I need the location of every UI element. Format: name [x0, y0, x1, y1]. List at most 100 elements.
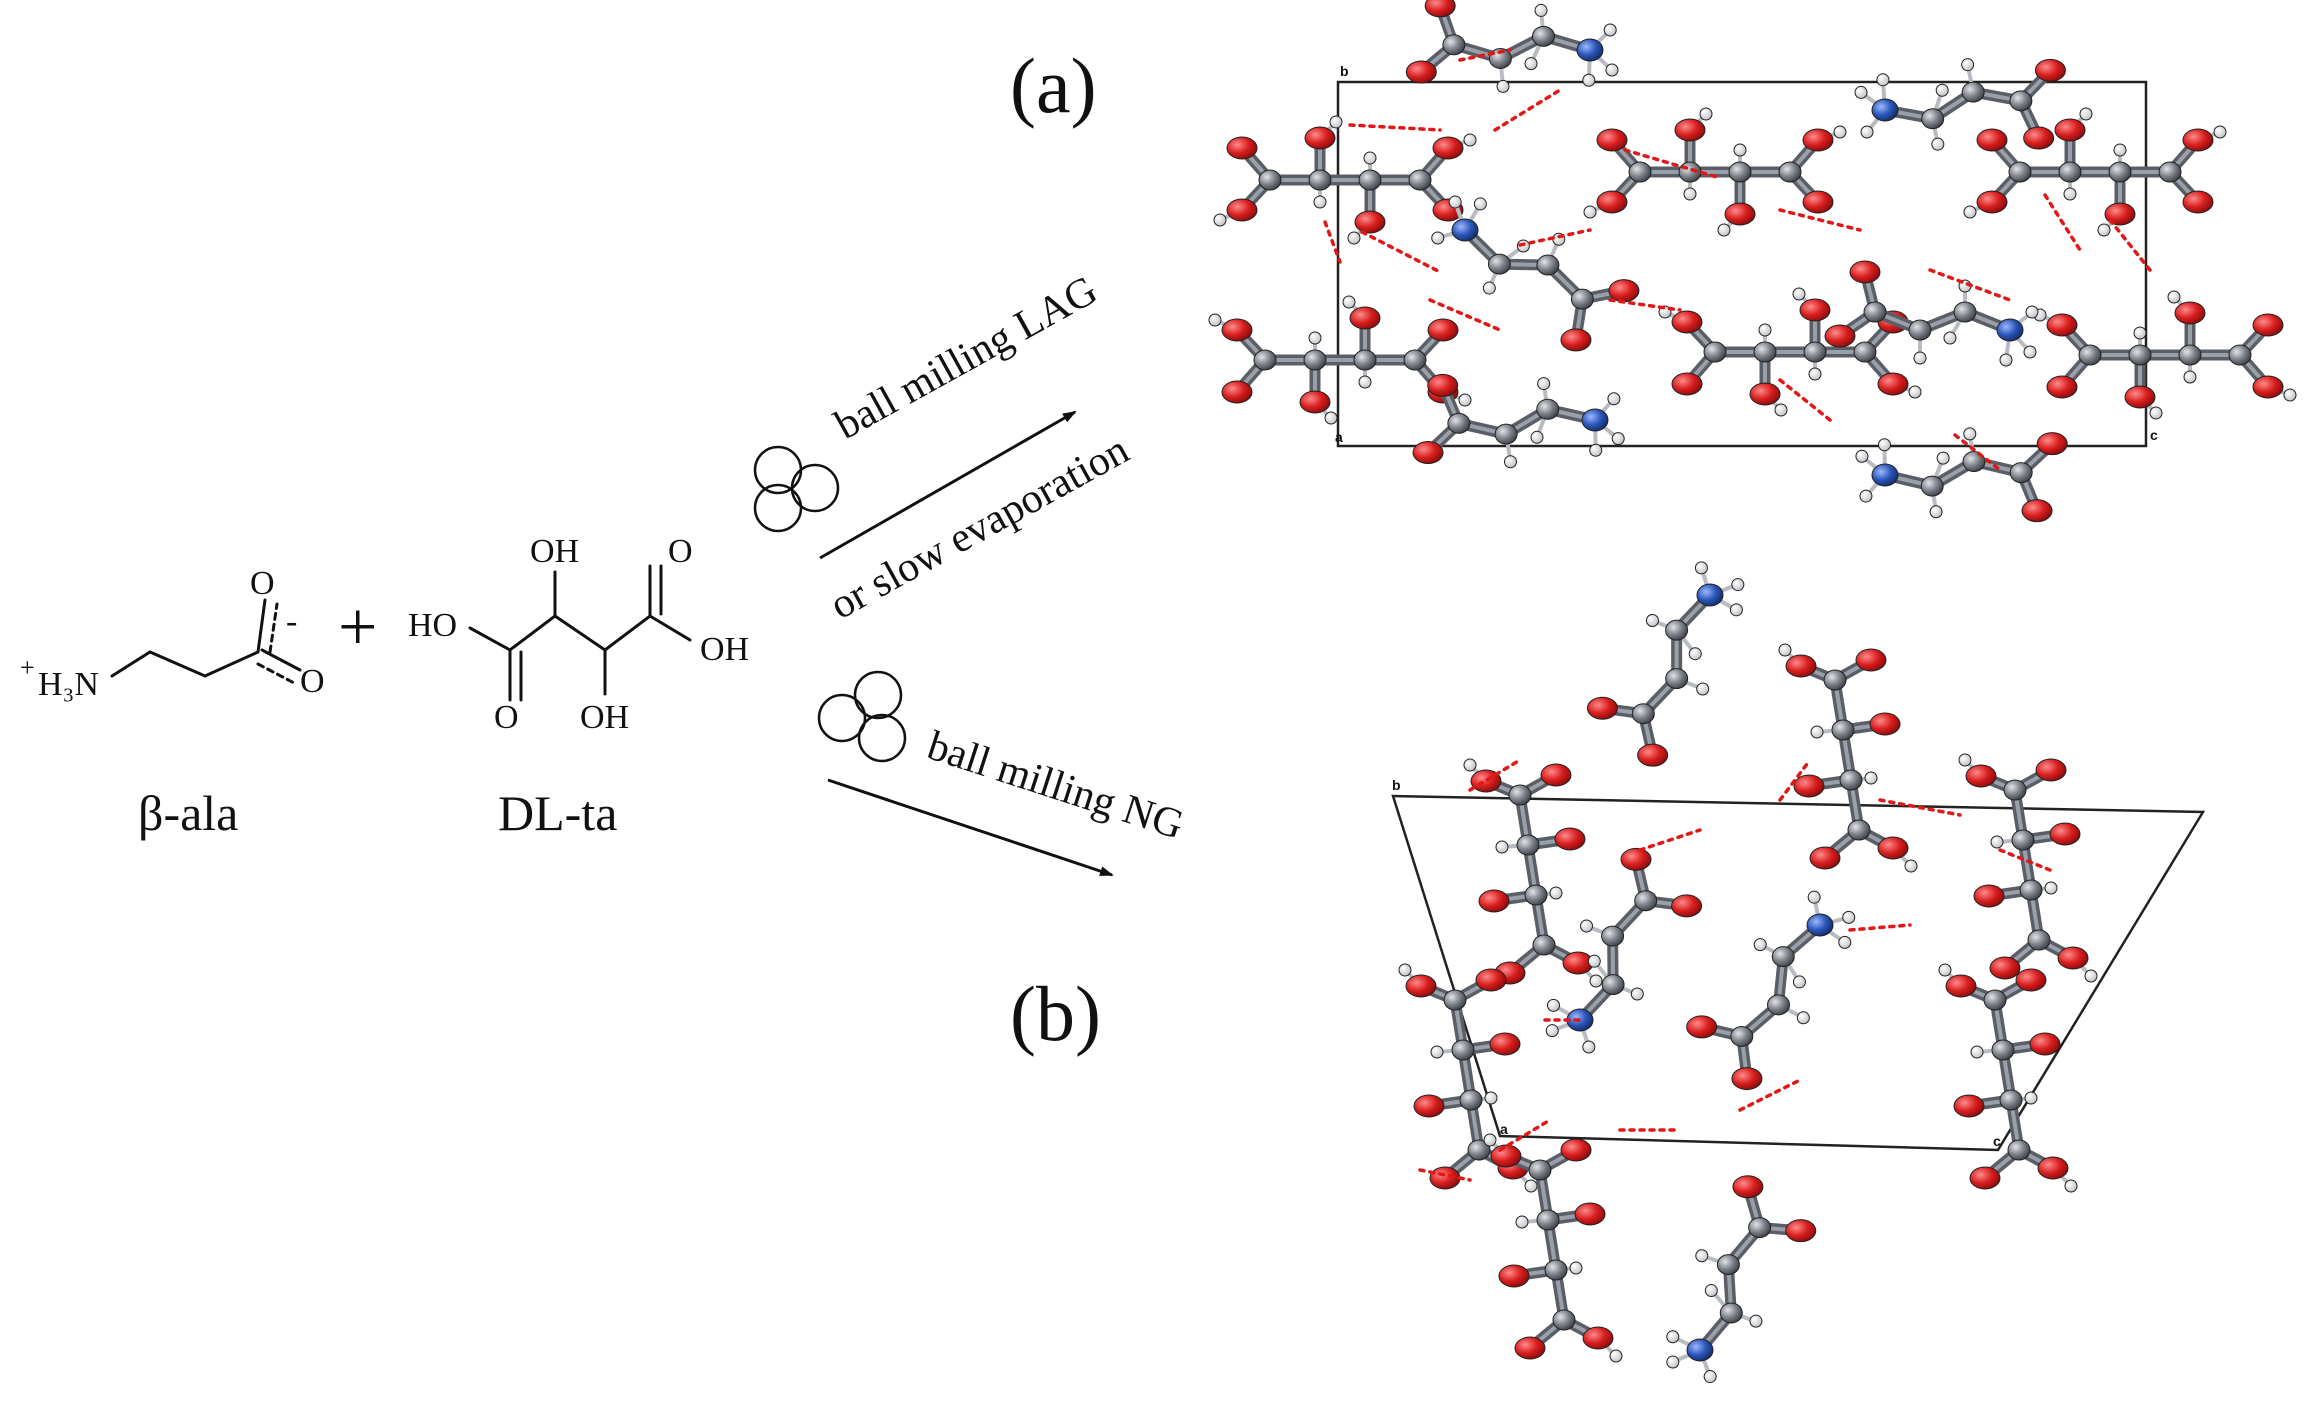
carbon-atom — [1991, 1039, 2015, 1061]
oxygen-atom — [1427, 318, 1459, 342]
ta-left-o: O — [494, 699, 519, 736]
oxygen-atom — [1596, 128, 1628, 152]
hydrogen-atom — [1855, 449, 1869, 463]
hydrogen-atom — [1938, 963, 1952, 977]
oxygen-atom — [1478, 889, 1510, 913]
carbon-atom — [2003, 779, 2027, 801]
hydrogen-atom — [1696, 682, 1710, 696]
hydrogen-atom — [1580, 919, 1594, 933]
route-label-evaporation: or slow evaporation — [823, 427, 1137, 629]
oxygen-atom — [1824, 324, 1856, 348]
hydrogen-atom — [1546, 998, 1560, 1012]
hydrogen-atom — [1569, 1261, 1583, 1275]
hydrogen-atom — [2113, 143, 2127, 157]
hydrogen-atom — [1695, 1249, 1709, 1263]
hydrogen-bond — [1498, 1118, 1552, 1152]
carbon-atom — [1921, 108, 1945, 130]
molecules-a — [1208, 0, 2297, 523]
hydrogen-bond — [1638, 828, 1702, 852]
hydrogen-atom — [1807, 890, 1821, 904]
hydrogen-atom — [1534, 3, 1548, 17]
hydrogen-bond — [1428, 298, 1502, 332]
hydrogen-bond — [1323, 220, 1342, 264]
hydrogen-atom — [1963, 427, 1977, 441]
molecule — [2033, 290, 2297, 420]
hydrogen-bond — [1360, 230, 1442, 274]
oxygen-atom — [1424, 0, 1456, 18]
carbon-atom — [1665, 619, 1689, 641]
carbon-atom — [2078, 344, 2102, 366]
oxygen-atom — [2029, 1032, 2061, 1056]
oxygen-atom — [1221, 380, 1253, 404]
hydrogen-atom — [1704, 1284, 1718, 1298]
carbon-atom — [1451, 1039, 1475, 1061]
hydrogen-atom — [1729, 603, 1743, 617]
hydrogen-atom — [1929, 505, 1943, 519]
carbon-atom — [1753, 341, 1777, 363]
oxygen-atom — [1671, 310, 1703, 334]
cell-axis-b-a: b — [1340, 63, 1349, 79]
carboxylate-o-bottom: O — [300, 663, 325, 700]
oxygen-atom — [1674, 118, 1706, 142]
oxygen-atom — [2049, 822, 2081, 846]
carbon-atom — [1532, 25, 1556, 47]
hydrogen-atom — [1308, 331, 1322, 345]
oxygen-atom — [1855, 648, 1887, 672]
carbon-atom — [1447, 412, 1471, 434]
oxygen-atom — [1671, 372, 1703, 396]
carbon-atom — [1459, 1089, 1483, 1111]
beta-ala-name: β-ala — [138, 785, 238, 841]
oh-right-label: OH — [700, 631, 749, 668]
oxygen-atom — [1732, 1175, 1764, 1199]
oxygen-atom — [1226, 136, 1258, 160]
oxygen-atom — [1608, 279, 1640, 303]
hydrogen-atom — [1683, 187, 1697, 201]
carbon-atom — [1703, 341, 1727, 363]
hydrogen-atom — [1792, 287, 1806, 301]
hydrogen-atom — [2063, 187, 2077, 201]
oxygen-atom — [1560, 328, 1592, 352]
oxygen-atom — [1671, 894, 1703, 918]
carbon-atom — [1631, 703, 1655, 725]
oxygen-atom — [1969, 1166, 2001, 1190]
hydrogen-atom — [1833, 125, 1847, 139]
ammonium-label: H₃N — [38, 666, 99, 703]
hydrogen-atom — [1458, 393, 1472, 407]
ta-oh-top: OH — [530, 533, 579, 570]
molecule — [1854, 58, 2066, 151]
carbon-atom — [1358, 169, 1382, 191]
carbon-atom — [2027, 929, 2051, 951]
oxygen-atom — [2037, 1156, 2069, 1180]
oxygen-atom — [2054, 118, 2086, 142]
dl-ta-name: DL-ta — [498, 785, 617, 841]
oxygen-atom — [2015, 968, 2047, 992]
carbon-atom — [1308, 169, 1332, 191]
carbon-atom — [1771, 946, 1795, 968]
ta-oh-bottom: OH — [580, 699, 629, 736]
hydrogen-atom — [1774, 403, 1788, 417]
molecule — [1431, 195, 1640, 352]
carboxylate-bond-up — [256, 598, 267, 654]
hydrogen-atom — [1609, 1349, 1623, 1363]
hydrogen-atom — [1792, 975, 1806, 989]
carbon-atom — [2178, 344, 2202, 366]
hydrogen-atom — [1342, 295, 1356, 309]
hydrogen-atom — [1733, 143, 1747, 157]
molecule — [1958, 753, 2098, 983]
hydrogen-bond — [1493, 88, 1562, 132]
hydrogen-bond — [1848, 923, 1912, 932]
beta-ala-chain-bond — [110, 650, 260, 678]
nitrogen-atom — [1686, 1338, 1714, 1362]
oxygen-atom — [2182, 128, 2214, 152]
hydrogen-atom — [1753, 938, 1767, 952]
hydrogen-atom — [1589, 974, 1603, 988]
carbon-atom — [1778, 161, 1802, 183]
carbon-atom — [2011, 829, 2035, 851]
route-label-lag: ball milling LAG — [828, 267, 1105, 449]
hydrogen-atom — [2213, 125, 2227, 139]
carbon-atom — [2009, 90, 2033, 112]
hydrogen-atom — [1524, 57, 1538, 71]
carboxylate-minus: - — [286, 603, 297, 640]
carbon-atom — [1467, 1139, 1491, 1161]
carbon-atom — [1552, 1309, 1576, 1331]
